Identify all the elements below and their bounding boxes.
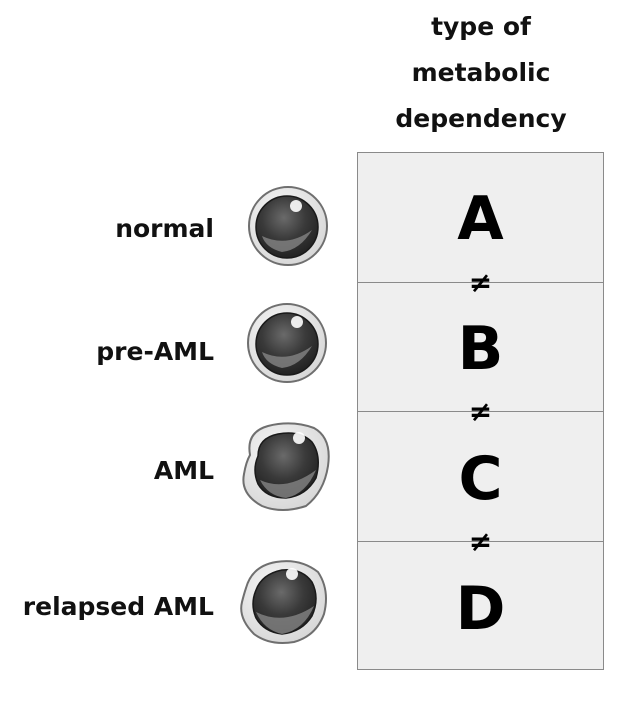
row-label-normal: normal: [115, 214, 214, 243]
dependency-type-a: A: [457, 184, 504, 254]
not-equal-symbol: ≠: [468, 525, 493, 558]
dependency-type-d: D: [455, 574, 506, 644]
not-equal-symbol: ≠: [468, 266, 493, 299]
dependency-type-b: B: [457, 314, 504, 384]
column-header: type of metabolic dependency: [378, 4, 584, 142]
aml-cell-icon: [242, 422, 330, 511]
row-label-relapsed-aml: relapsed AML: [22, 592, 214, 621]
row-label-aml: AML: [153, 456, 214, 485]
header-line-2: metabolic: [411, 58, 551, 87]
row-divider: [357, 282, 604, 283]
header-line-1: type of: [431, 12, 531, 41]
row-label-pre-aml: pre-AML: [96, 337, 214, 366]
not-equal-symbol: ≠: [468, 395, 493, 428]
row-divider: [357, 541, 604, 542]
normal-cell-icon: [248, 186, 328, 266]
relapsed-aml-cell-icon: [240, 560, 327, 644]
header-line-3: dependency: [395, 104, 567, 133]
pre-aml-cell-icon: [247, 303, 327, 383]
row-divider: [357, 411, 604, 412]
dependency-type-c: C: [458, 444, 503, 514]
